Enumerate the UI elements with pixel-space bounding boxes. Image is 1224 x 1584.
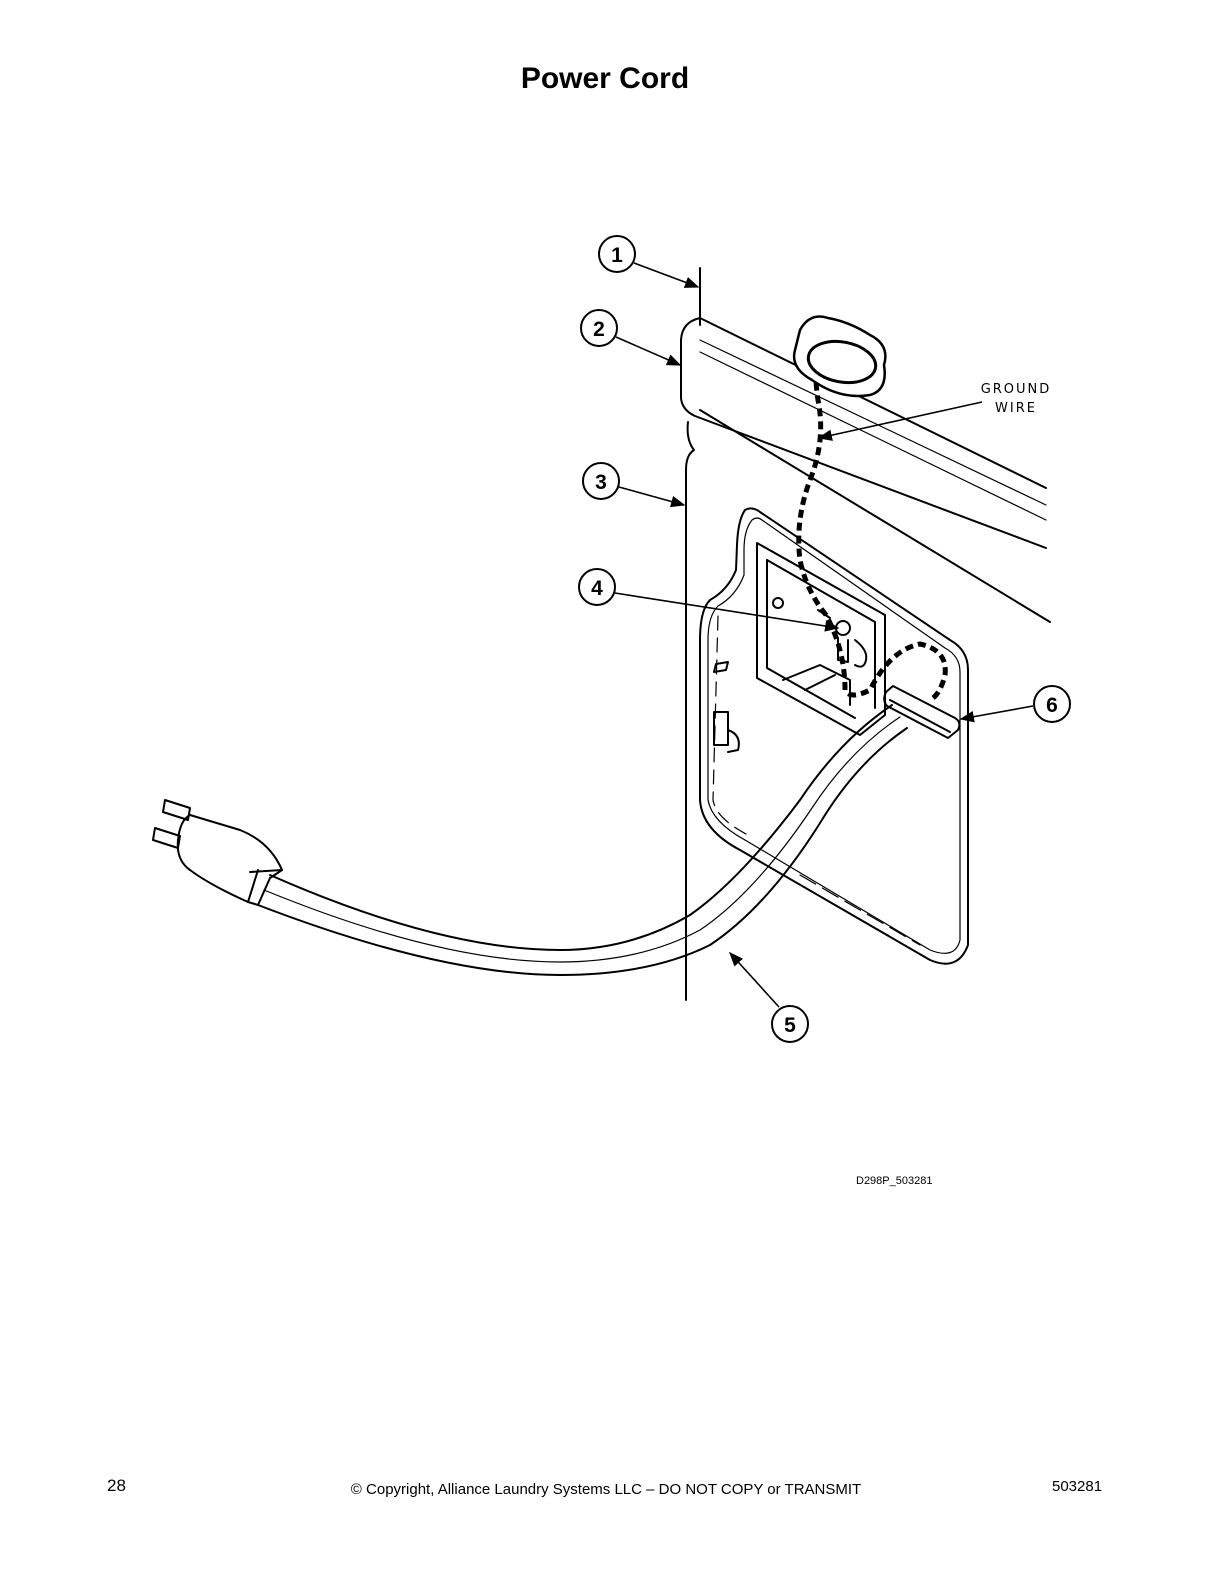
callout-label-2: 2 <box>593 318 605 341</box>
copyright-notice: © Copyright, Alliance Laundry Systems LL… <box>350 1481 862 1498</box>
callout-circle-5 <box>771 1005 809 1043</box>
ground-screw <box>835 620 851 636</box>
leader-line-1 <box>633 262 700 288</box>
leader-line-ground-wire <box>817 401 983 441</box>
callout-circle-4 <box>578 568 616 606</box>
callout-circle-2 <box>580 309 618 347</box>
callout-label-3: 3 <box>595 471 607 494</box>
page-number: 28 <box>107 1476 126 1495</box>
ground-wire-label-line1: GROUND <box>981 382 1052 397</box>
document-number: 503281 <box>1052 1478 1103 1495</box>
top-rail <box>680 317 1047 549</box>
terminal-box <box>756 542 886 736</box>
rear-panel <box>685 421 695 1001</box>
strain-relief-grommet <box>883 685 961 739</box>
leader-line-5 <box>729 951 780 1008</box>
leader-line-2 <box>615 336 682 366</box>
callout-circle-6 <box>1033 685 1071 723</box>
power-cord-upper-edge <box>269 704 893 951</box>
page-title: Power Cord <box>520 62 690 95</box>
callout-circle-1 <box>598 235 636 273</box>
callout-label-5: 5 <box>784 1014 796 1037</box>
figure-id: D298P_503281 <box>856 1175 933 1187</box>
leader-line-6 <box>959 705 1034 723</box>
callout-label-1: 1 <box>611 244 623 267</box>
access-panel-outline <box>699 507 969 965</box>
leader-line-3 <box>618 486 686 508</box>
ground-wire-label-line2: WIRE <box>995 401 1037 416</box>
callout-label-4: 4 <box>591 577 603 600</box>
callout-circle-3 <box>582 462 620 500</box>
callout-label-6: 6 <box>1046 694 1058 717</box>
power-plug <box>176 814 283 906</box>
power-cord-lower-edge <box>257 727 908 976</box>
ground-wire <box>796 317 948 703</box>
leader-line-4 <box>614 592 840 632</box>
